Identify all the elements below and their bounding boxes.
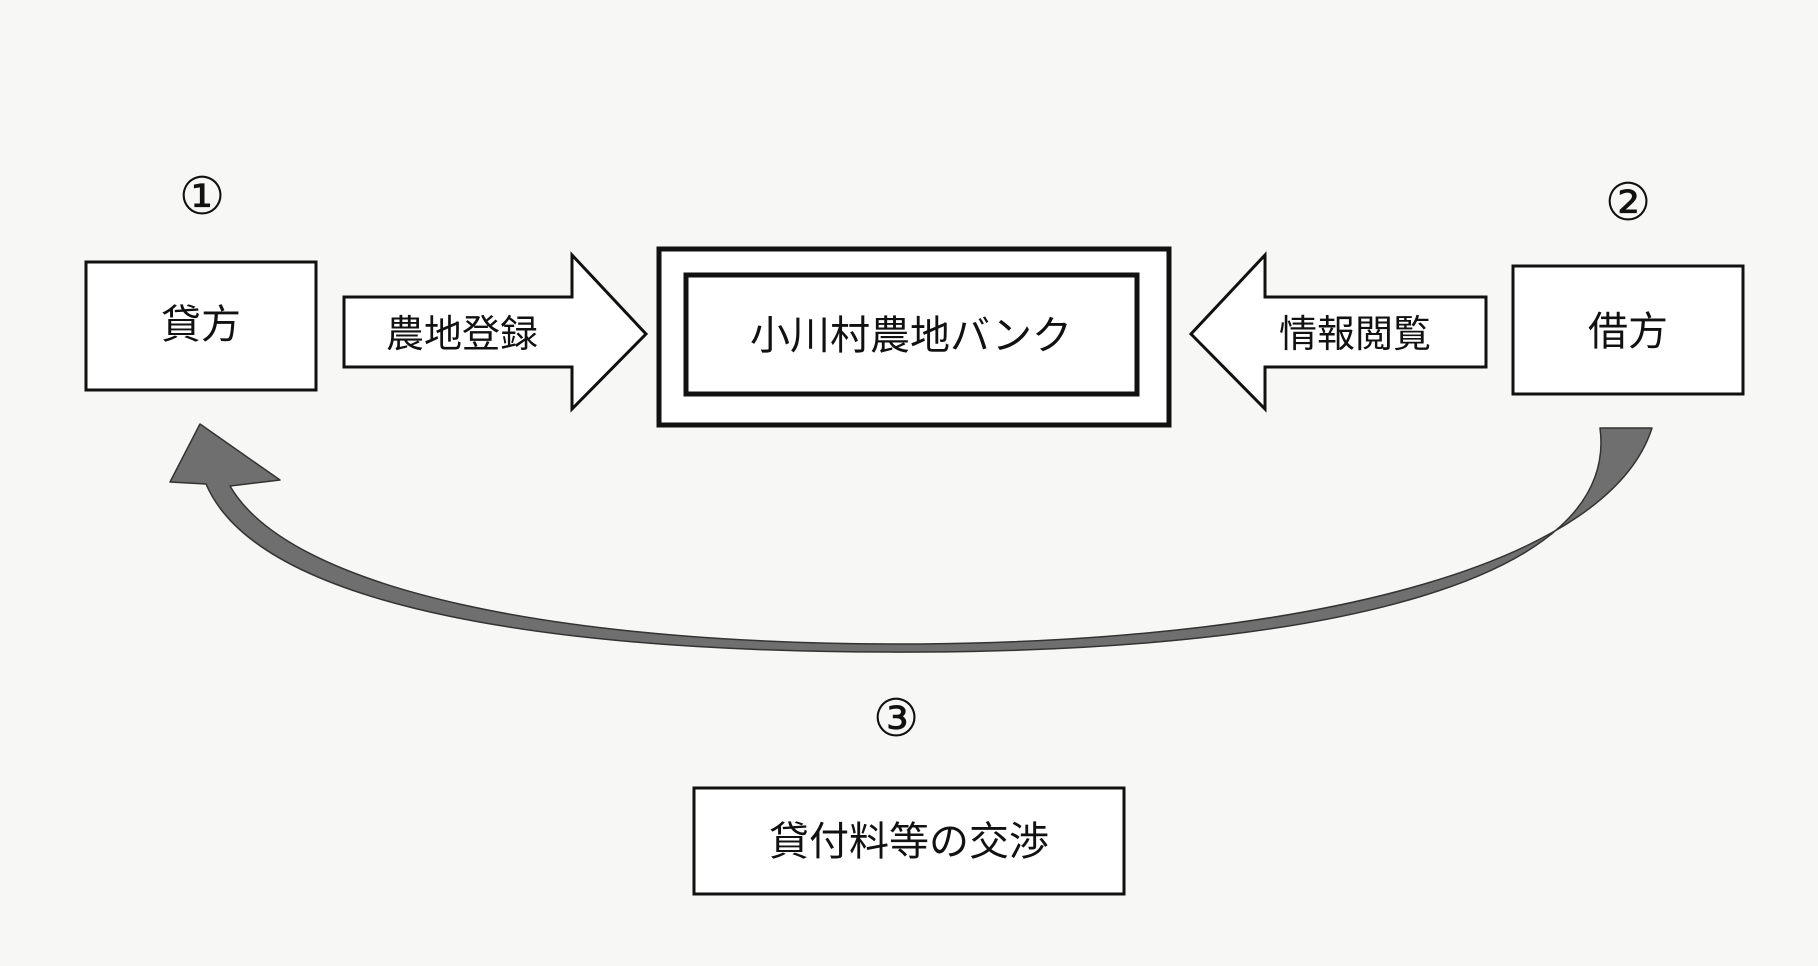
browse-arrow-label: 情報閲覧 — [1279, 312, 1431, 356]
negotiation-curve-arrow — [169, 423, 1653, 653]
browse-arrow: 情報閲覧 — [1188, 251, 1488, 413]
borrower-box — [1511, 264, 1745, 396]
farmland-bank-node: 小川村農地バンク — [656, 246, 1172, 428]
negotiation-node: 貸付料等の交渉 — [692, 786, 1126, 896]
step-marker-2: ② — [1605, 173, 1652, 233]
borrower-node: 借方 — [1511, 264, 1745, 396]
bank-inner-frame — [683, 272, 1140, 397]
register-arrow-shape — [342, 251, 649, 413]
register-arrow: 農地登録 — [342, 251, 649, 413]
step-marker-1: ① — [179, 167, 226, 227]
browse-arrow-shape — [1188, 251, 1488, 413]
lender-node: 貸方 — [84, 260, 318, 392]
step-marker-3: ③ — [873, 689, 920, 749]
borrower-label: 借方 — [1588, 309, 1668, 355]
negotiation-label: 貸付料等の交渉 — [769, 819, 1049, 865]
lender-box — [84, 260, 318, 392]
register-arrow-label: 農地登録 — [386, 312, 538, 356]
bank-label: 小川村農地バンク — [750, 313, 1072, 359]
lender-label: 貸方 — [161, 302, 241, 348]
negotiation-box — [692, 786, 1126, 896]
